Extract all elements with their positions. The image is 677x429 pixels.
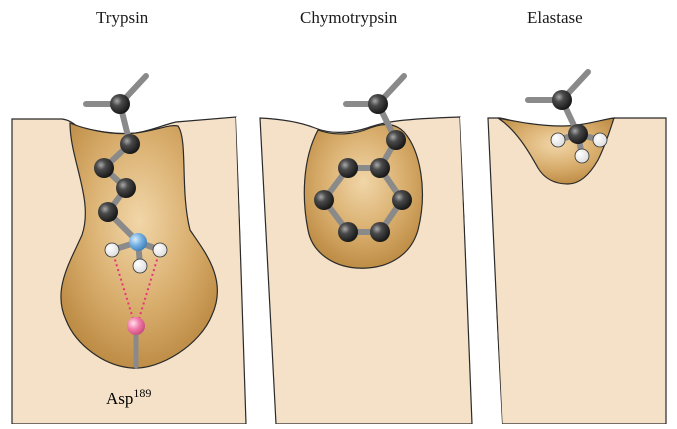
carbon-atom-icon	[94, 158, 114, 178]
hydrogen-atom-icon	[551, 133, 565, 147]
aspartate-carboxylate-icon	[127, 317, 145, 335]
carbon-atom-icon	[368, 94, 388, 114]
carbon-atom-icon	[568, 124, 588, 144]
hydrogen-atom-icon	[575, 149, 589, 163]
carbon-atom-icon	[116, 178, 136, 198]
carbon-atom-icon	[314, 190, 334, 210]
panel-title-elastase: Elastase	[527, 8, 583, 28]
carbon-atom-icon	[392, 190, 412, 210]
hydrogen-atom-icon	[105, 243, 119, 257]
ammonium-nitrogen-icon	[129, 233, 147, 251]
carbon-atom-icon	[370, 222, 390, 242]
residue-name: Asp	[106, 389, 133, 408]
carbon-atom-icon	[110, 94, 130, 114]
panel-title-trypsin: Trypsin	[96, 8, 148, 28]
carbon-atom-icon	[338, 222, 358, 242]
hydrogen-atom-icon	[593, 133, 607, 147]
hydrogen-atom-icon	[133, 259, 147, 273]
carbon-atom-icon	[98, 202, 118, 222]
carbon-atom-icon	[386, 130, 406, 150]
carbon-atom-icon	[338, 158, 358, 178]
hydrogen-atom-icon	[153, 243, 167, 257]
residue-number: 189	[133, 386, 151, 400]
carbon-atom-icon	[370, 158, 390, 178]
carbon-atom-icon	[120, 134, 140, 154]
carbon-atom-icon	[552, 90, 572, 110]
panel-title-chymotrypsin: Chymotrypsin	[300, 8, 397, 28]
